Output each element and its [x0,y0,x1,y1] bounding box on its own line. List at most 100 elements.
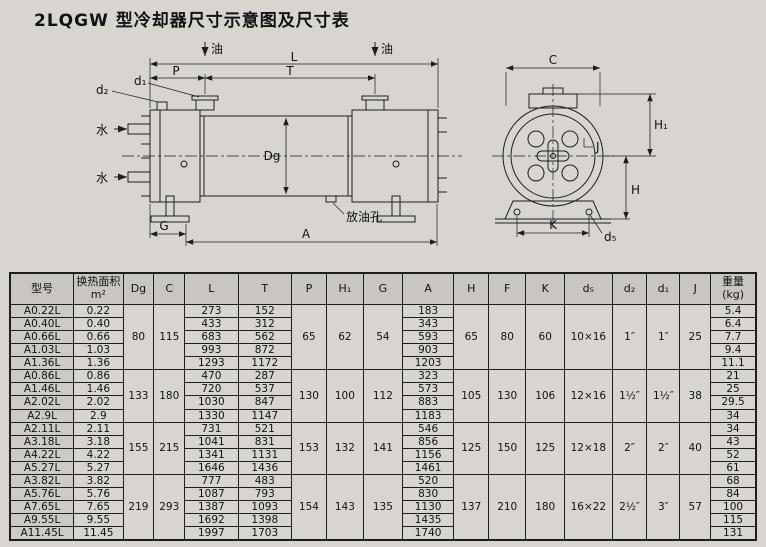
side-view [111,42,462,246]
cell-weight: 29.5 [710,395,757,410]
col-header: A [401,272,455,305]
cell-model: A0.22L [9,303,75,319]
cell-area: 5.27 [73,460,124,475]
col-header: 重量 (kg) [710,272,757,305]
cell-A: 520 [401,473,455,488]
center-baffle-v [547,139,559,173]
cell-L: 1692 [184,512,239,528]
cell-A: 1183 [401,408,455,423]
cell-model: A9.55L [9,512,75,528]
cell-G: 141 [362,421,403,475]
cell-T: 1703 [237,526,292,541]
cell-A: 183 [401,303,455,319]
cell-F: 150 [488,421,527,475]
cell-A: 883 [401,395,455,410]
cell-weight: 11.1 [710,356,757,371]
col-header: P [290,272,327,305]
cell-area: 0.86 [73,369,124,384]
col-header: d₅ [564,272,613,305]
cell-area: 2.02 [73,395,124,410]
cell-L: 731 [184,421,239,436]
cell-K: 106 [525,369,566,423]
cell-area: 1.46 [73,382,124,397]
cell-F: 80 [488,303,527,371]
cell-weight: 6.4 [710,317,757,332]
cell-weight: 7.7 [710,330,757,345]
cell-C: 115 [153,303,186,371]
water-label-top: 水 [96,123,108,137]
cell-d1: 3″ [646,473,681,541]
cell-area: 4.22 [73,447,124,462]
left-end-cap [149,109,201,203]
cell-area: 0.66 [73,330,124,345]
cell-J: 38 [679,369,712,423]
oil-nozzle-left-flange [191,95,219,101]
oil-nozzle-right [365,99,385,111]
dim-label-J: J [595,140,600,154]
water-port-bottom [127,171,151,183]
bolt-hole [527,164,545,182]
cell-model: A3.82L [9,473,75,488]
cell-model: A5.27L [9,460,75,475]
dim-label-T: T [285,64,294,78]
cell-H: 105 [453,369,490,423]
col-header: F [488,272,527,305]
drain-hole-label: 放油孔 [346,209,382,224]
cell-P: 154 [290,473,327,541]
cell-d1: 1½″ [646,369,681,423]
cell-J: 57 [679,473,712,541]
cell-A: 1130 [401,499,455,515]
cell-area: 7.65 [73,499,124,515]
cell-F: 130 [488,369,527,423]
dim-label-K: K [549,218,558,232]
col-header: d₁ [646,272,681,305]
cell-L: 777 [184,473,239,488]
end-cover-outer [502,105,604,207]
cell-A: 903 [401,343,455,358]
cell-weight: 61 [710,460,757,475]
center-baffle-h [536,150,570,162]
cell-model: A0.40L [9,317,75,332]
cell-P: 65 [290,303,327,371]
cell-weight: 9.4 [710,343,757,358]
cell-d5: 12×18 [564,421,613,475]
cell-H1: 62 [325,303,364,371]
cell-A: 593 [401,330,455,345]
cell-weight: 34 [710,421,757,436]
cell-A: 856 [401,434,455,449]
cell-L: 1087 [184,486,239,501]
cell-J: 40 [679,421,712,475]
cell-weight: 34 [710,408,757,423]
cell-A: 1461 [401,460,455,475]
dim-label-H1: H₁ [654,118,668,132]
d1-leader [147,82,200,98]
cell-model: A5.76L [9,486,75,501]
cell-area: 1.03 [73,343,124,358]
col-header: G [362,272,403,305]
water-label-bottom: 水 [96,171,108,185]
cell-H: 65 [453,303,490,371]
cell-model: A4.22L [9,447,75,462]
cell-L: 720 [184,382,239,397]
col-header: T [237,272,292,305]
dim-label-H: H [631,183,640,197]
cell-P: 130 [290,369,327,423]
right-foot [391,195,401,217]
col-header: d₂ [611,272,648,305]
dim-label-d1: d₁ [134,74,147,88]
oil-nozzle-right-flange [361,95,389,101]
dim-label-Dg: Dg [264,149,281,163]
